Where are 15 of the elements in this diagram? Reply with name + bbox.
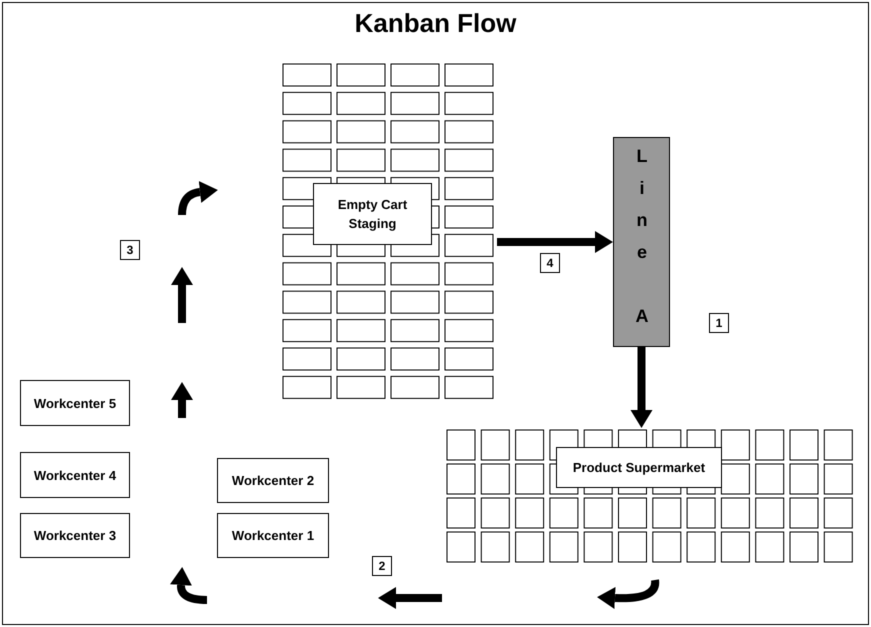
callout-number: 4 xyxy=(540,253,560,273)
callout-number: 1 xyxy=(709,313,729,333)
area-label: Empty Cart Staging xyxy=(313,183,432,245)
workcenter-box: Workcenter 4 xyxy=(20,452,130,498)
callout-number: 3 xyxy=(120,240,140,260)
arrow xyxy=(630,347,652,428)
workcenter-box: Workcenter 1 xyxy=(217,513,329,558)
diagram-title: Kanban Flow xyxy=(354,8,518,39)
arrow xyxy=(497,231,613,253)
workcenter-box: Workcenter 2 xyxy=(217,458,329,503)
production-line-bar: Line A xyxy=(613,137,670,347)
area-label: Product Supermarket xyxy=(556,447,722,488)
workcenter-box: Workcenter 3 xyxy=(20,513,130,558)
callout-number: 2 xyxy=(372,556,392,576)
workcenter-box: Workcenter 5 xyxy=(20,380,130,426)
